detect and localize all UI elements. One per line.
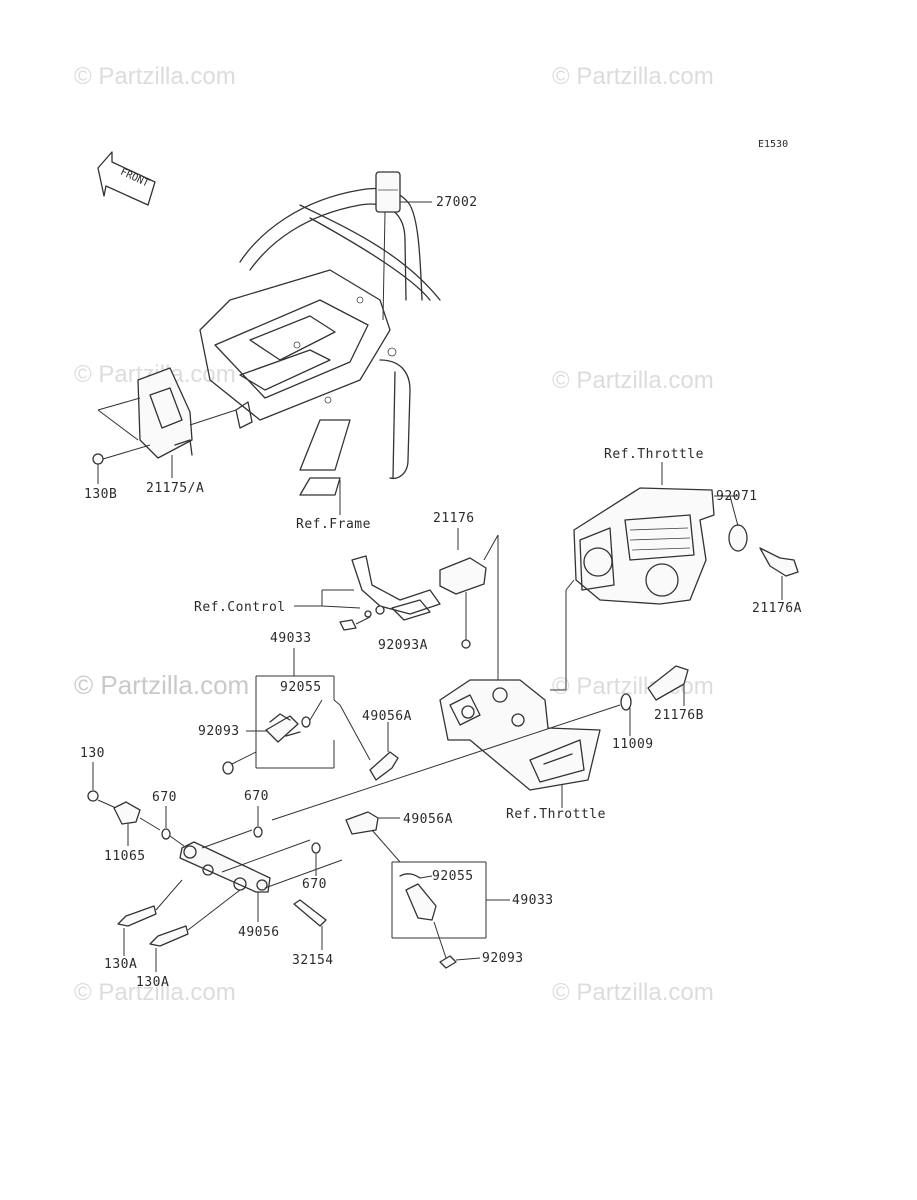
part-32154-pipe — [293, 899, 327, 950]
watermark: © Partzilla.com — [552, 673, 714, 700]
part-21176-sensor — [439, 528, 499, 680]
label-21176a: 21176A — [752, 601, 802, 616]
label-ref-throttle-bottom: Ref.Throttle — [506, 807, 606, 822]
label-11065: 11065 — [104, 849, 146, 864]
part-670-oring-a — [161, 806, 185, 847]
watermark: © Partzilla.com — [74, 63, 236, 90]
label-21176: 21176 — [433, 511, 475, 526]
label-130b: 130B — [84, 487, 117, 502]
label-130a-b: 130A — [136, 975, 169, 990]
label-92093-bottom: 92093 — [482, 951, 524, 966]
part-21176a-sensor — [759, 547, 799, 600]
part-21175a-ecu — [97, 367, 237, 478]
watermark: © Partzilla.com — [552, 367, 714, 394]
label-130a-a: 130A — [104, 957, 137, 972]
label-ref-control: Ref.Control — [194, 600, 286, 615]
part-670-oring-b — [253, 806, 263, 838]
label-49056a-mid: 49056A — [403, 812, 453, 827]
part-27002-relay — [375, 171, 432, 321]
throttle-body-lower — [439, 579, 601, 808]
watermark: © Partzilla.com — [552, 979, 714, 1006]
label-49056: 49056 — [238, 925, 280, 940]
label-670-b: 670 — [244, 789, 269, 804]
front-arrow-icon: FRONT — [97, 151, 156, 206]
injector-group-top — [222, 648, 371, 775]
label-130: 130 — [80, 746, 105, 761]
part-49056a-fitting-top — [369, 722, 399, 781]
label-670-a: 670 — [152, 790, 177, 805]
injector-group-bottom — [391, 861, 510, 969]
label-49056a-top: 49056A — [362, 709, 412, 724]
label-27002: 27002 — [436, 195, 478, 210]
watermark: © Partzilla.com — [552, 63, 714, 90]
label-11009: 11009 — [612, 737, 654, 752]
label-92055-top: 92055 — [280, 680, 322, 695]
control-bracket — [321, 555, 441, 631]
frame-illustration — [199, 187, 441, 496]
part-11065-damper — [113, 801, 161, 846]
label-92071: 92071 — [716, 489, 758, 504]
watermark: © Partzilla.com — [74, 979, 236, 1006]
throttle-body-upper — [573, 462, 715, 605]
label-ref-throttle-top: Ref.Throttle — [604, 447, 704, 462]
label-92093a: 92093A — [378, 638, 428, 653]
label-ref-frame: Ref.Frame — [296, 517, 371, 532]
label-32154: 32154 — [292, 953, 334, 968]
part-130b-bolt — [92, 444, 151, 484]
label-49033-top: 49033 — [270, 631, 312, 646]
label-92093-top: 92093 — [198, 724, 240, 739]
part-21176b-sensor — [647, 665, 689, 706]
part-92071-cap — [714, 495, 748, 552]
front-arrow-label: FRONT — [119, 167, 151, 190]
label-21176b: 21176B — [654, 708, 704, 723]
part-11009-oring — [271, 693, 632, 821]
part-130-bolt — [87, 762, 117, 809]
label-21175a: 21175/A — [146, 481, 204, 496]
watermark: © Partzilla.com — [74, 670, 249, 700]
label-92055-bottom: 92055 — [432, 869, 474, 884]
part-130a-bolt-b — [149, 889, 241, 972]
diagram-code: E1530 — [758, 139, 788, 150]
part-130a-bolt-a — [117, 879, 183, 956]
watermarks: © Partzilla.com © Partzilla.com © Partzi… — [74, 63, 714, 1006]
label-670-c: 670 — [302, 877, 327, 892]
part-49056a-fitting-mid — [345, 811, 401, 863]
part-670-oring-c — [311, 842, 321, 876]
label-49033-bottom: 49033 — [512, 893, 554, 908]
